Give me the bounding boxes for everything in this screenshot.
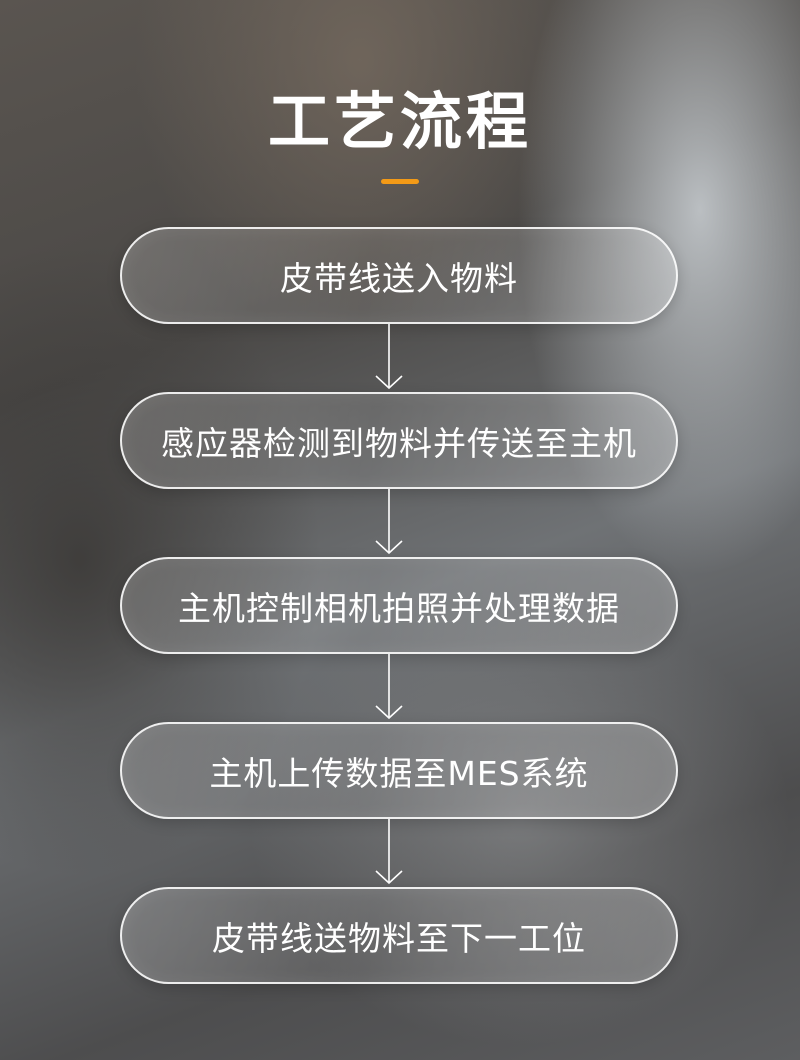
- flow-step-5: 皮带线送物料至下一工位: [120, 887, 678, 984]
- flow-step-label: 主机上传数据至MES系统: [209, 753, 589, 793]
- flow-step-label: 感应器检测到物料并传送至主机: [161, 423, 637, 463]
- page-title: 工艺流程: [267, 85, 532, 158]
- flow-step-label: 皮带线送入物料: [280, 258, 518, 298]
- flow-step-3: 主机控制相机拍照并处理数据: [120, 557, 678, 654]
- arrow-down-icon: [373, 324, 405, 392]
- flow-step-2: 感应器检测到物料并传送至主机: [120, 392, 678, 489]
- arrow-down-icon: [373, 489, 405, 557]
- arrow-down-icon: [373, 819, 405, 887]
- arrow-down-icon: [373, 654, 405, 722]
- flow-step-label: 皮带线送物料至下一工位: [212, 918, 586, 958]
- title-underline: [381, 179, 419, 184]
- flow-step-1: 皮带线送入物料: [120, 227, 678, 324]
- flow-step-label: 主机控制相机拍照并处理数据: [178, 588, 620, 628]
- flow-step-4: 主机上传数据至MES系统: [120, 722, 678, 819]
